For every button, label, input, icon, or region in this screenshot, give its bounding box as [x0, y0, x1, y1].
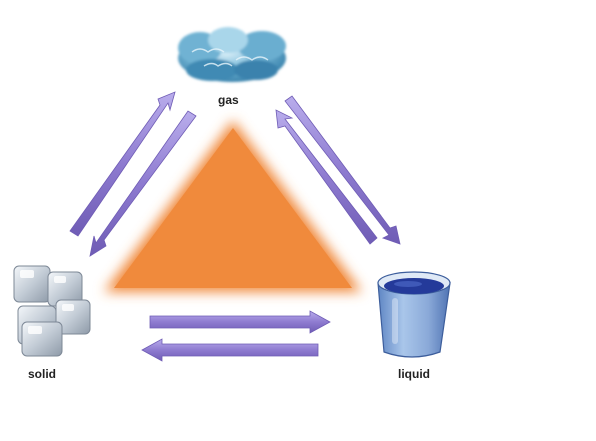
label-solid: solid — [28, 367, 57, 381]
arrow-liquid-to-solid — [141, 338, 319, 362]
arrow-gas-to-liquid — [284, 95, 401, 245]
cloud-icon — [178, 27, 286, 82]
arrow-liquid-to-gas — [275, 109, 378, 245]
ice-cubes-icon — [13, 265, 91, 357]
arrow-gas-to-solid — [89, 110, 197, 257]
arrow-solid-to-gas — [69, 91, 176, 237]
central-triangle — [104, 120, 362, 292]
beaker-of-water-icon — [377, 271, 451, 358]
label-gas: gas — [218, 93, 239, 107]
arrow-solid-to-liquid — [149, 310, 331, 334]
label-liquid: liquid — [398, 367, 430, 381]
